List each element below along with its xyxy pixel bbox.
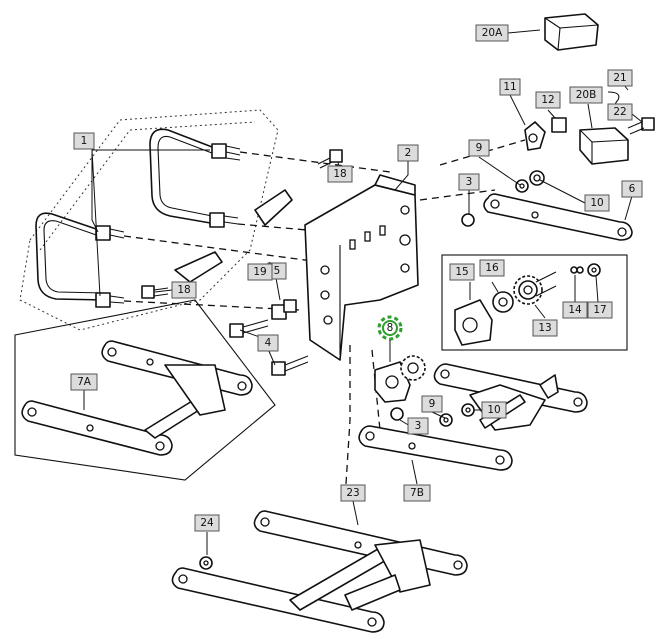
- part-23-link-assembly: [171, 510, 468, 633]
- svg-text:16: 16: [485, 262, 499, 274]
- wedge-lower: [174, 251, 223, 283]
- frame-outline: [19, 109, 279, 331]
- part-20a-clip: [544, 13, 599, 51]
- svg-text:18: 18: [333, 168, 346, 180]
- callout-4: 4: [257, 334, 279, 352]
- callout-10-lower: 10: [481, 401, 507, 419]
- bolt-18-upper: [317, 149, 343, 169]
- callout-11: 11: [499, 78, 521, 96]
- u-bolt-upper: [149, 128, 241, 228]
- callout-21: 21: [607, 69, 633, 87]
- washers-9-10-upper: [515, 170, 545, 193]
- part-6-link-arm: [483, 193, 633, 241]
- svg-text:11: 11: [503, 81, 516, 93]
- callout-1: 1: [73, 132, 95, 150]
- bolt-4-lower: [271, 355, 309, 376]
- svg-text:10: 10: [590, 197, 603, 209]
- callout-18-upper: 18: [327, 165, 353, 183]
- part-24-bushing: [199, 556, 213, 570]
- svg-text:9: 9: [476, 142, 483, 154]
- callout-6: 6: [621, 180, 643, 198]
- svg-text:22: 22: [613, 106, 626, 118]
- svg-text:3: 3: [466, 176, 473, 188]
- mounting-bracket: [304, 174, 419, 361]
- callout-22: 22: [607, 103, 633, 121]
- svg-text:18: 18: [177, 284, 190, 296]
- alignment-lines: [123, 139, 526, 501]
- part-15-hub: [454, 299, 493, 346]
- svg-text:7B: 7B: [410, 487, 424, 499]
- svg-text:17: 17: [593, 304, 606, 316]
- callout-15: 15: [449, 263, 475, 281]
- callout-20a: 20A: [475, 24, 509, 42]
- callout-12: 12: [535, 91, 561, 109]
- inset-7a-frame: [14, 299, 276, 481]
- svg-text:12: 12: [541, 94, 554, 106]
- svg-text:1: 1: [81, 135, 88, 147]
- part-7a-link-assembly: [21, 340, 253, 456]
- svg-text:19: 19: [253, 266, 266, 278]
- svg-text:7A: 7A: [77, 376, 92, 388]
- part-12-nut: [551, 117, 567, 133]
- svg-text:3: 3: [415, 420, 422, 432]
- callout-10-upper: 10: [584, 194, 610, 212]
- bolt-5: [271, 299, 297, 320]
- svg-text:4: 4: [265, 337, 272, 349]
- callout-3-upper: 3: [458, 173, 480, 191]
- bolt-4-upper: [229, 319, 269, 338]
- part-8-sprocket-assembly: [374, 340, 426, 403]
- svg-text:20B: 20B: [576, 89, 597, 101]
- svg-text:14: 14: [568, 304, 582, 316]
- callout-13: 13: [532, 319, 558, 337]
- callout-14: 14: [562, 301, 588, 319]
- callout-7a: 7A: [70, 373, 98, 391]
- callout-19: 19: [247, 263, 273, 281]
- u-bolt-lower: [35, 212, 125, 308]
- svg-text:8: 8: [387, 322, 394, 334]
- callout-24: 24: [194, 514, 220, 532]
- parts-14-17-washers: [570, 263, 601, 277]
- part-11-bracket: [524, 121, 546, 151]
- svg-text:13: 13: [538, 322, 551, 334]
- part-3-bushing-upper: [461, 213, 475, 227]
- part-16-bushing: [492, 291, 514, 313]
- callout-9-lower: 9: [421, 395, 443, 413]
- svg-text:15: 15: [455, 266, 468, 278]
- svg-text:5: 5: [274, 265, 281, 277]
- callout-3-lower: 3: [407, 417, 429, 435]
- callout-17: 17: [587, 301, 613, 319]
- svg-text:9: 9: [429, 398, 436, 410]
- part-20b-clip: [579, 127, 629, 165]
- u-bolt-nut: [209, 212, 225, 228]
- callout-20b: 20B: [569, 86, 603, 104]
- svg-text:21: 21: [613, 72, 626, 84]
- u-bolt-nut: [211, 143, 227, 159]
- callout-7b: 7B: [403, 484, 431, 502]
- svg-text:20A: 20A: [482, 27, 503, 39]
- callout-2: 2: [397, 144, 419, 162]
- washers-9-10-lower: [390, 403, 475, 427]
- svg-text:2: 2: [405, 147, 412, 159]
- svg-text:10: 10: [487, 404, 500, 416]
- callout-8: 8: [387, 322, 394, 334]
- u-bolt-nut: [95, 292, 111, 308]
- callout-23: 23: [340, 484, 366, 502]
- callout-9-upper: 9: [468, 139, 490, 157]
- gear-icon[interactable]: [377, 315, 403, 341]
- detail-inset-frame: [441, 254, 628, 351]
- u-bolt-nut: [95, 225, 111, 241]
- wedge-upper: [254, 189, 293, 226]
- svg-text:6: 6: [629, 183, 636, 195]
- part-13-sprocket: [513, 271, 557, 305]
- svg-text:24: 24: [200, 517, 214, 529]
- part-22-bolt: [627, 117, 655, 135]
- callout-18-lower: 18: [171, 281, 197, 299]
- svg-text:23: 23: [346, 487, 359, 499]
- bolt-18-lower: [141, 285, 169, 299]
- callout-16: 16: [479, 259, 505, 277]
